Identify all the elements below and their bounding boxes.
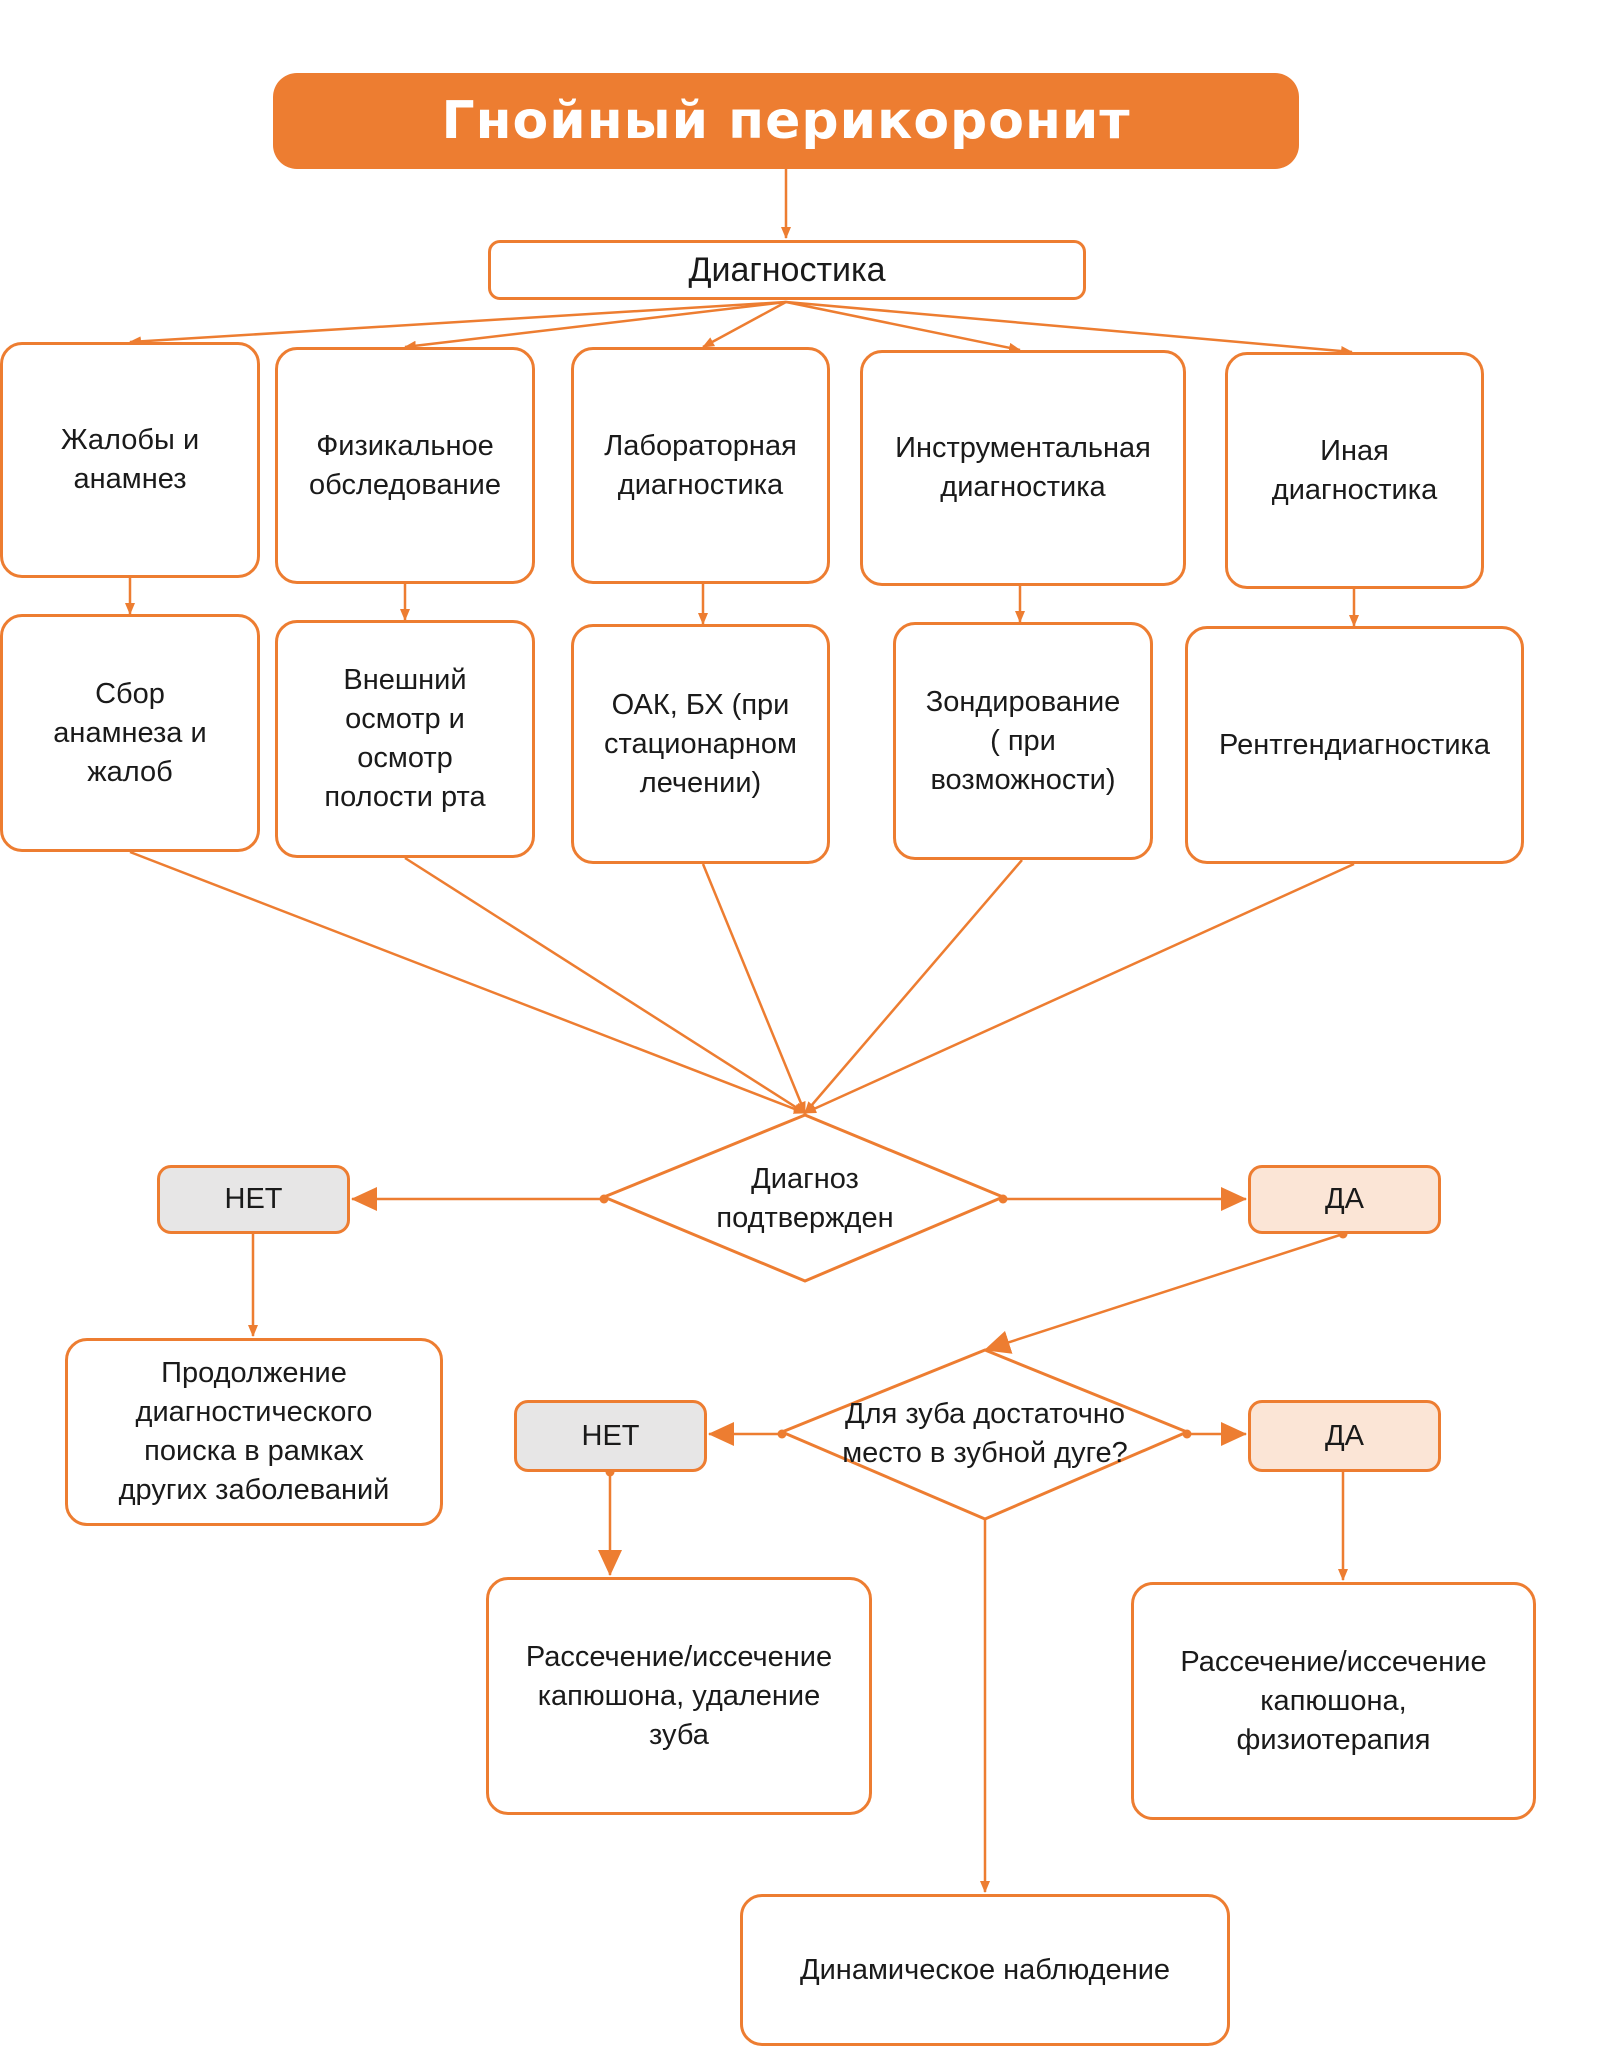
arrow-diag-to-cat1 — [129, 300, 787, 347]
decision1-label: Диагноз подтвержден — [716, 1163, 894, 1234]
diagnostics-box: Диагностика — [488, 240, 1086, 300]
arrow-diag-to-cat2 — [404, 300, 787, 351]
method-probing: Зондирование ( при возможности) — [893, 622, 1153, 860]
decision1-diamond — [602, 1113, 1005, 1283]
arrow-yes1-to-decision2 — [984, 1229, 1348, 1354]
observation-box: Динамическое наблюдение — [740, 1894, 1230, 2046]
treatment-physiotherapy-box: Рассечение/иссечение капюшона, физиотера… — [1131, 1582, 1536, 1820]
continue-search-box: Продолжение диагностического поиска в ра… — [65, 1338, 443, 1526]
decision2-yes-box: ДА — [1248, 1400, 1441, 1472]
arrow-method5-to-decision — [804, 862, 1355, 1115]
arrow-diag-to-cat5 — [785, 300, 1353, 357]
category-complaints: Жалобы и анамнез — [0, 342, 260, 578]
arrow-method4-to-decision — [804, 859, 1023, 1114]
method-history-taking: Сбор анамнеза и жалоб — [0, 614, 260, 852]
method-radiography: Рентгендиагностика — [1185, 626, 1524, 864]
arrow-method1-to-decision — [129, 850, 806, 1115]
decision2-label: Для зуба достаточно место в зубной дуге? — [842, 1398, 1128, 1469]
method-oral-exam: Внешний осмотр и осмотр полости рта — [275, 620, 535, 858]
decision1-no-box: НЕТ — [157, 1165, 350, 1234]
method-blood-tests: ОАК, БХ (при стационарном лечении) — [571, 624, 830, 864]
arrow-method2-to-decision — [404, 856, 806, 1115]
arrow-diag-to-cat3 — [702, 300, 787, 349]
arrow-diag-to-cat4 — [785, 300, 1021, 353]
category-instrumental-diagnostics: Инструментальная диагностика — [860, 350, 1186, 586]
decision1-yes-box: ДА — [1248, 1165, 1441, 1234]
diagram-title: Гнойный перикоронит — [273, 73, 1299, 169]
arrow-method3-to-decision — [701, 863, 807, 1114]
category-other-diagnostics: Иная диагностика — [1225, 352, 1484, 589]
category-lab-diagnostics: Лабораторная диагностика — [571, 347, 830, 584]
category-physical-exam: Физикальное обследование — [275, 347, 535, 584]
treatment-extraction-box: Рассечение/иссечение капюшона, удаление … — [486, 1577, 872, 1815]
decision2-no-box: НЕТ — [514, 1400, 707, 1472]
